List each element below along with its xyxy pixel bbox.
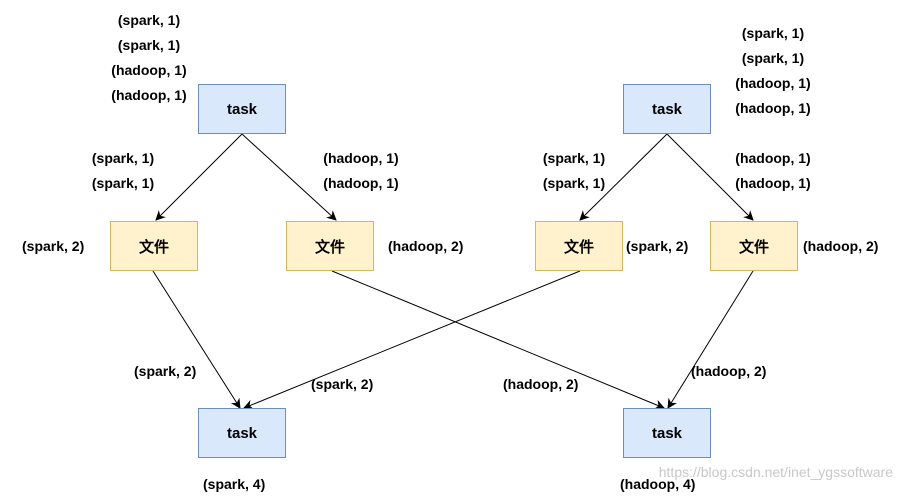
file-node-3[interactable]: 文件 xyxy=(535,221,623,271)
file-node-2[interactable]: 文件 xyxy=(286,221,374,271)
input-left-line-3: (hadoop, 1) xyxy=(111,62,187,78)
file-3-side-label: (spark, 2) xyxy=(626,238,689,254)
output-label-left: (spark, 4) xyxy=(203,476,266,492)
task-bottom-left[interactable]: task xyxy=(198,408,286,458)
file-node-1[interactable]: 文件 xyxy=(110,221,198,271)
edge-label-file2-bottom-right: (hadoop, 2) xyxy=(503,376,579,392)
split-left-hadoop-line-1: (hadoop, 1) xyxy=(323,150,399,166)
file-2-side-label: (hadoop, 2) xyxy=(388,238,464,254)
edge-file-4-to-task-bottom-right xyxy=(667,270,754,409)
file-1-side-label: (spark, 2) xyxy=(22,238,85,254)
split-right-spark-line-2: (spark, 1) xyxy=(542,175,606,191)
edge-file-3-to-task-bottom-left xyxy=(243,270,581,410)
input-label-right: (spark, 1) (spark, 1) (hadoop, 1) (hadoo… xyxy=(720,21,826,121)
watermark-text: https://blog.csdn.net/inet_ygssoftware xyxy=(658,464,893,480)
input-right-line-3: (hadoop, 1) xyxy=(735,75,811,91)
split-right-hadoop-line-2: (hadoop, 1) xyxy=(735,175,811,191)
split-label-right-hadoop: (hadoop, 1) (hadoop, 1) xyxy=(720,146,826,196)
edge-task-top-left-to-file-2 xyxy=(241,133,337,221)
edge-task-top-left-to-file-1 xyxy=(155,133,243,221)
edge-label-file3-bottom-left: (spark, 2) xyxy=(311,376,374,392)
split-left-spark-line-2: (spark, 1) xyxy=(91,175,155,191)
input-label-left: (spark, 1) (spark, 1) (hadoop, 1) (hadoo… xyxy=(96,8,202,108)
output-label-right: (hadoop, 4) xyxy=(620,476,696,492)
input-left-line-1: (spark, 1) xyxy=(117,12,181,28)
file-node-4[interactable]: 文件 xyxy=(710,221,798,271)
input-right-line-4: (hadoop, 1) xyxy=(735,100,811,116)
split-left-hadoop-line-2: (hadoop, 1) xyxy=(323,175,399,191)
edge-task-top-right-to-file-3 xyxy=(579,133,668,221)
edge-task-top-right-to-file-4 xyxy=(666,133,754,221)
task-bottom-right[interactable]: task xyxy=(623,408,711,458)
split-right-spark-line-1: (spark, 1) xyxy=(542,150,606,166)
edge-file-2-to-task-bottom-right xyxy=(331,270,665,410)
edge-file-1-to-task-bottom-left xyxy=(152,270,241,409)
task-top-left[interactable]: task xyxy=(198,84,286,134)
edge-label-file1-bottom-left: (spark, 2) xyxy=(134,363,197,379)
split-label-left-hadoop: (hadoop, 1) (hadoop, 1) xyxy=(308,146,414,196)
input-left-line-4: (hadoop, 1) xyxy=(111,87,187,103)
split-left-spark-line-1: (spark, 1) xyxy=(91,150,155,166)
input-right-line-2: (spark, 1) xyxy=(741,50,805,66)
input-right-line-1: (spark, 1) xyxy=(741,25,805,41)
file-4-side-label: (hadoop, 2) xyxy=(803,238,879,254)
input-left-line-2: (spark, 1) xyxy=(117,37,181,53)
split-label-right-spark: (spark, 1) (spark, 1) xyxy=(529,146,619,196)
split-label-left-spark: (spark, 1) (spark, 1) xyxy=(78,146,168,196)
split-right-hadoop-line-1: (hadoop, 1) xyxy=(735,150,811,166)
task-top-right[interactable]: task xyxy=(623,84,711,134)
edge-label-file4-bottom-right: (hadoop, 2) xyxy=(691,363,767,379)
